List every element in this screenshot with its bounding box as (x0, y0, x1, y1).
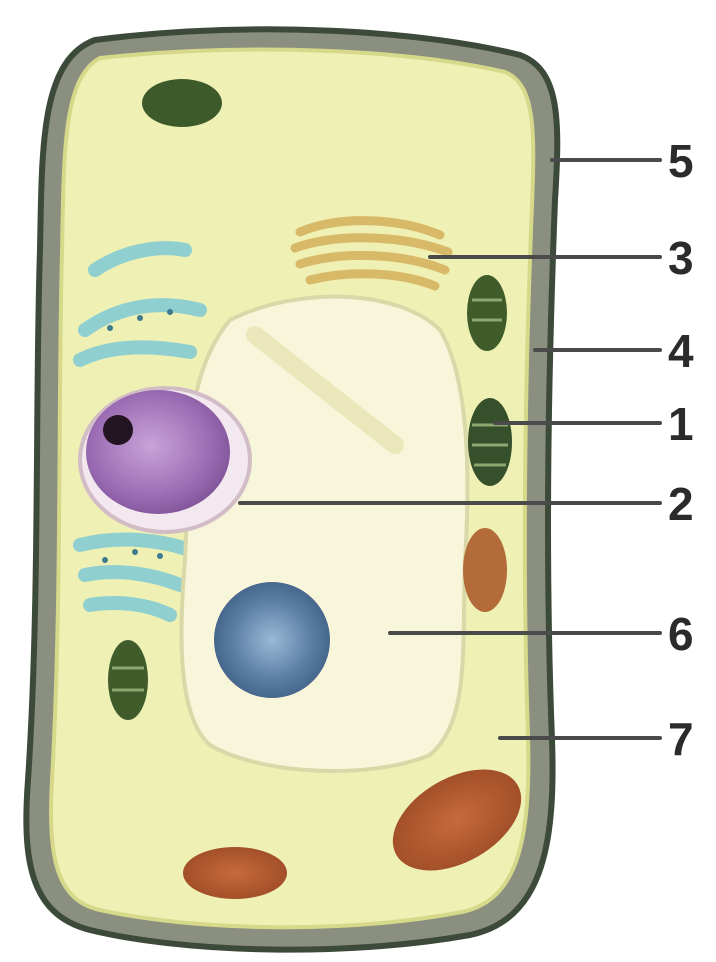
callout-label-1: 1 (668, 398, 694, 450)
callout-label-5: 5 (668, 135, 694, 187)
callout-label-7: 7 (668, 713, 694, 765)
central-vacuole (181, 297, 467, 771)
callout-label-3: 3 (668, 232, 694, 284)
nucleus (86, 390, 230, 514)
chloroplast (468, 398, 512, 486)
chloroplast (467, 275, 507, 351)
nucleolus (103, 415, 133, 445)
callout-label-4: 4 (668, 325, 694, 377)
callout-label-6: 6 (668, 608, 694, 660)
mitochondrion (183, 847, 287, 899)
chloroplast (142, 79, 222, 127)
callout-label-2: 2 (668, 478, 694, 530)
blue-organelle (214, 582, 330, 698)
chloroplast (108, 640, 148, 720)
mitochondrion (463, 528, 507, 612)
